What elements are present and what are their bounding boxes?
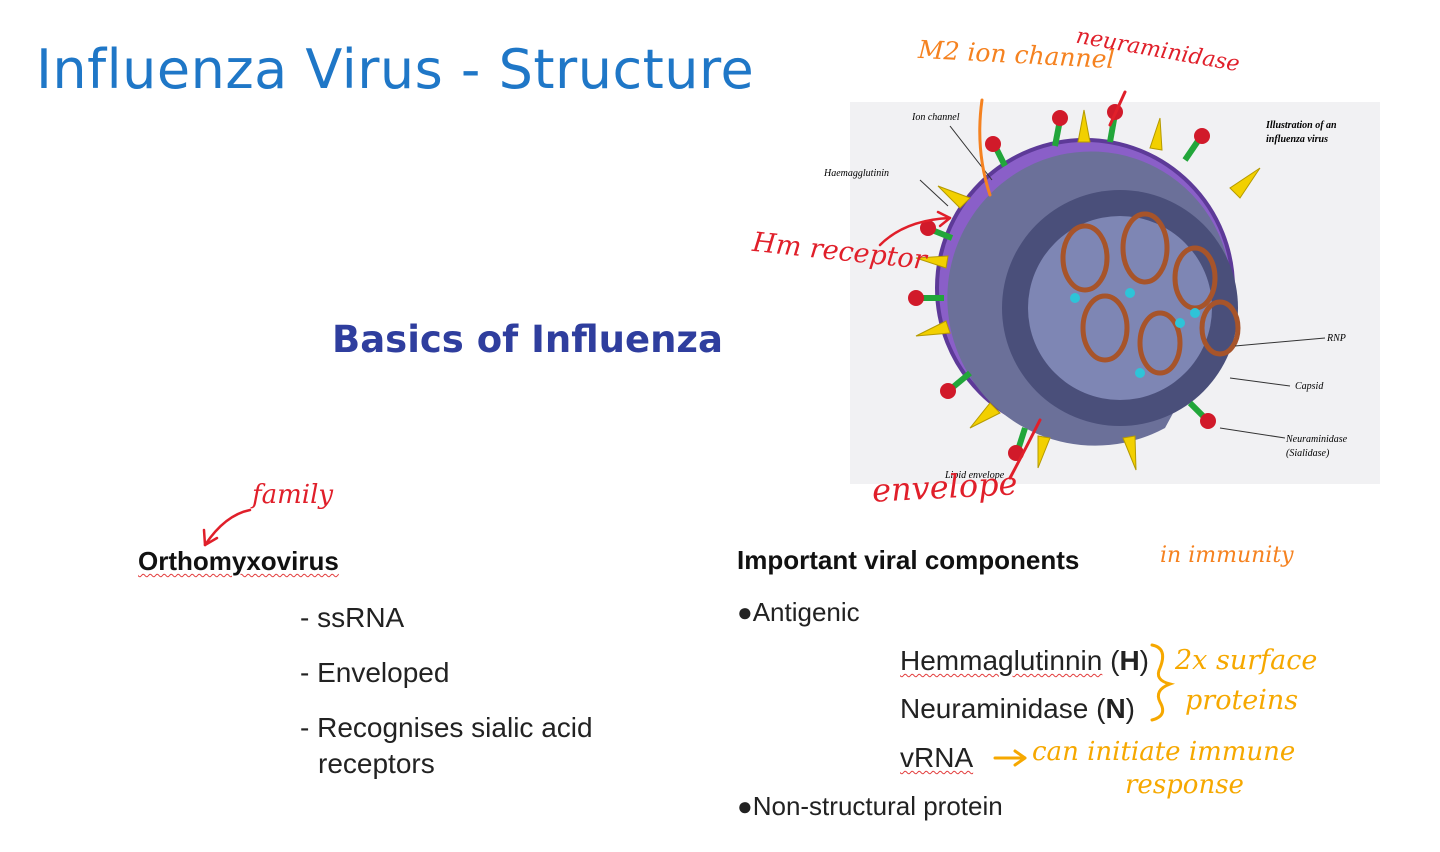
label-ion-channel: Ion channel — [911, 112, 960, 123]
haemagglutinin-spikes — [915, 109, 1261, 471]
component-neuraminidase: Neuraminidase (N) — [900, 693, 1135, 725]
orthomyxovirus-heading: Orthomyxovirus — [138, 546, 339, 576]
bullet-non-structural: ●Non-structural protein — [737, 791, 1003, 821]
surface-proteins-brace — [1150, 643, 1176, 722]
vrna-arrow — [993, 749, 1027, 767]
figure-caption-line2: influenza virus — [1266, 134, 1328, 145]
label-haemagglutinin: Haemagglutinin — [823, 168, 889, 179]
annotation-envelope: envelope — [871, 464, 1019, 510]
list-item-ssrna: - ssRNA — [300, 602, 404, 634]
component-n-paren-open: ( — [1096, 693, 1106, 724]
m2-pointer — [978, 98, 992, 197]
annotation-immune-response-line1: can initiate immune — [1032, 737, 1296, 767]
component-h-paren-close: ) — [1139, 645, 1149, 676]
bullet-antigenic: ●Antigenic — [737, 597, 860, 627]
list-item-sialic-acid-cont: receptors — [318, 748, 435, 779]
list-item-enveloped: - Enveloped — [300, 657, 450, 688]
label-lipid-envelope: Lipid envelope — [944, 470, 1005, 481]
figure-caption-line1: Illustration of an — [1265, 120, 1337, 131]
annotation-immune-response-line2: response — [1125, 770, 1244, 800]
component-n-paren-close: ) — [1125, 693, 1135, 724]
slide-subtitle: Basics of Influenza — [332, 318, 723, 361]
annotation-in-immunity: in immunity — [1160, 543, 1294, 568]
label-sialidase: (Sialidase) — [1286, 448, 1330, 459]
list-item-ssrna-text: - ssRNA — [300, 602, 405, 633]
component-h-name: Hemmaglutinnin — [900, 645, 1103, 676]
neuraminidase-pointer — [1108, 90, 1127, 127]
label-capsid: Capsid — [1295, 381, 1324, 392]
components-heading: Important viral components — [737, 545, 1080, 575]
family-arrow — [203, 508, 252, 547]
component-h-letter: H — [1119, 645, 1140, 676]
component-hemagglutinin: Hemmaglutinnin (H) — [900, 645, 1149, 677]
component-vrna: vRNA — [900, 742, 974, 773]
list-item-sialic-acid: - Recognises sialic acid — [300, 712, 593, 743]
slide-title: Influenza Virus - Structure — [36, 38, 755, 101]
rnp-coils — [1060, 211, 1241, 376]
hm-receptor-arrow — [878, 216, 952, 247]
annotation-surface-proteins-line2: proteins — [1185, 685, 1299, 716]
component-h-paren-open: ( — [1110, 645, 1120, 676]
envelope-pointer — [1008, 418, 1042, 480]
component-n-letter: N — [1105, 693, 1126, 724]
label-rnp: RNP — [1326, 333, 1346, 344]
annotation-family: family — [252, 480, 334, 510]
component-n-name: Neuraminidase — [900, 693, 1089, 724]
label-neuraminidase: Neuraminidase — [1285, 434, 1348, 445]
annotation-surface-proteins-line1: 2x surface — [1175, 645, 1318, 676]
virus-illustration: Ion channel Haemagglutinin RNP Capsid Ne… — [823, 102, 1380, 484]
